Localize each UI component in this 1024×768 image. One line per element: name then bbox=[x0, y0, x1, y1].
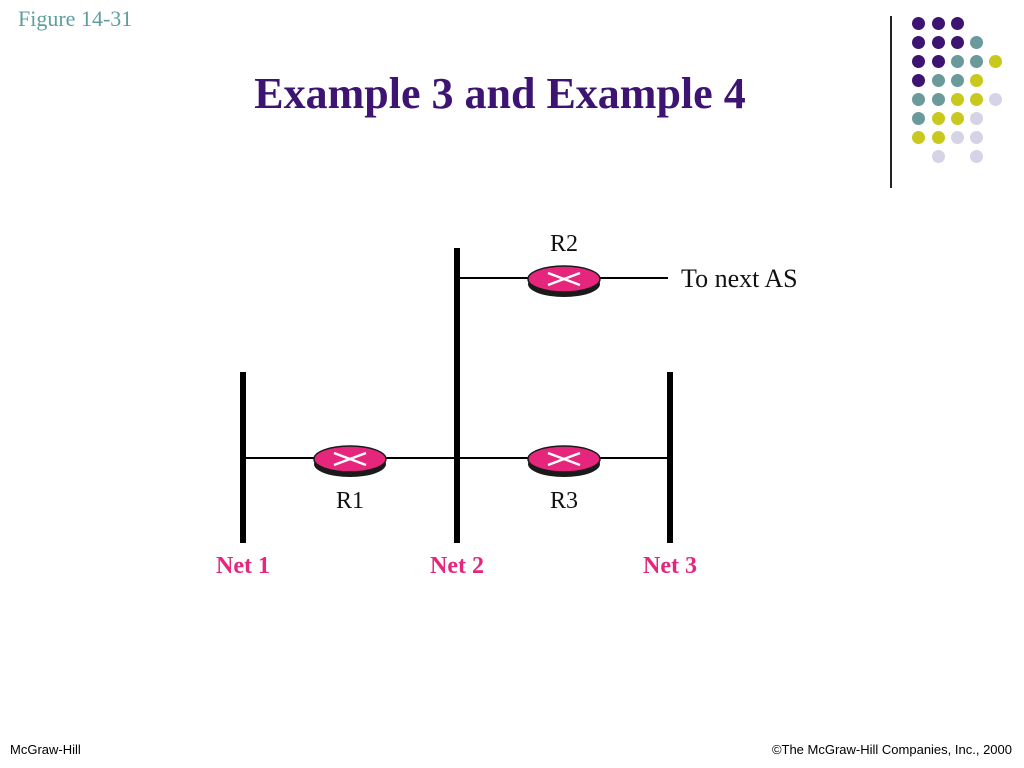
router-r1 bbox=[313, 445, 387, 477]
net3-label: Net 3 bbox=[643, 553, 697, 579]
router-r3-label: R3 bbox=[550, 488, 578, 514]
router-r3 bbox=[527, 445, 601, 477]
router-cross-icon bbox=[547, 451, 581, 467]
router-r2 bbox=[527, 265, 601, 297]
net1-label: Net 1 bbox=[216, 553, 270, 579]
router-r1-label: R1 bbox=[336, 488, 364, 514]
header-divider bbox=[890, 16, 892, 188]
router-cross-icon bbox=[333, 451, 367, 467]
footer-copyright: ©The McGraw-Hill Companies, Inc., 2000 bbox=[771, 742, 1012, 757]
router-r2-label: R2 bbox=[550, 231, 578, 257]
figure-label: Figure 14-31 bbox=[18, 6, 133, 31]
router-cross-icon bbox=[547, 271, 581, 287]
footer-publisher: McGraw-Hill bbox=[10, 742, 81, 757]
next-as-label: To next AS bbox=[681, 264, 798, 293]
slide-title: Example 3 and Example 4 bbox=[254, 69, 746, 118]
net2-label: Net 2 bbox=[430, 553, 484, 579]
